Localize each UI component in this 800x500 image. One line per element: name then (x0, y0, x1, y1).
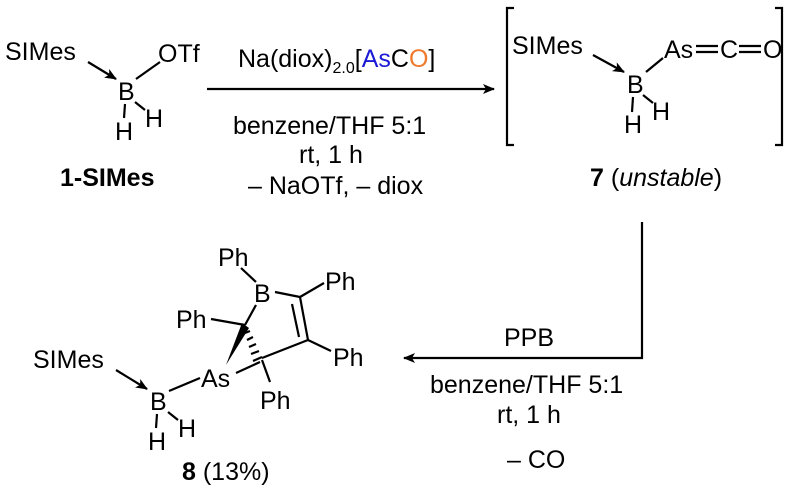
b-h-bond-8b (167, 411, 179, 421)
compound-1-simes: SIMes B OTf H H 1-SIMes (5, 38, 200, 192)
c1-ph-bond (210, 317, 246, 327)
otf-group: OTf (158, 40, 200, 68)
b-ph-bond (240, 267, 257, 283)
step1-solvent: benzene/THF 5:1 (233, 112, 426, 140)
c2-ph-bond (260, 359, 272, 383)
step1-byproducts: – NaOTf, – diox (248, 172, 424, 200)
b-as-bond-7 (645, 57, 664, 73)
arsenic-atom-8: As (201, 365, 230, 393)
simes-label-7: SIMes (512, 32, 583, 60)
hydrogen-1b: H (145, 105, 163, 133)
arsenic-atom-7: As (664, 36, 693, 64)
dative-bond-arrow-1 (87, 61, 117, 80)
phenyl-on-c4: Ph (325, 268, 356, 296)
dative-bond-arrow-8 (115, 369, 148, 390)
boron-atom-7: B (627, 71, 644, 99)
step1-conditions: rt, 1 h (299, 141, 363, 169)
step-1: Na(diox)2.0[AsCO] benzene/THF 5:1 rt, 1 … (207, 45, 495, 200)
phenyl-on-boron: Ph (218, 244, 249, 272)
hydrogen-7b: H (652, 98, 670, 126)
boron-atom-8-exo: B (150, 388, 167, 416)
step2-reagent: PPB (504, 324, 554, 352)
simes-label-8: SIMes (33, 346, 104, 374)
reaction-arrow-2 (403, 222, 644, 363)
c3-ph-bond (307, 339, 332, 352)
b-h-bond-8a (154, 413, 159, 429)
phenyl-on-c2: Ph (260, 387, 291, 415)
carbon-atom-7: C (720, 36, 738, 64)
c3-c2-bond (261, 338, 309, 360)
c1-b-bond (244, 304, 257, 326)
phenyl-on-c1: Ph (176, 306, 207, 334)
hydrogen-7a: H (624, 111, 642, 139)
hydrogen-8a: H (148, 428, 166, 456)
step1-reagent: Na(diox)2.0[AsCO] (238, 45, 435, 77)
b-h-bond-7a (630, 96, 635, 113)
step-2: PPB benzene/THF 5:1 rt, 1 h – CO (403, 222, 644, 474)
step2-solvent: benzene/THF 5:1 (430, 371, 623, 399)
boron-atom-1: B (118, 78, 135, 106)
compound-label-7: 7 (unstable) (590, 164, 722, 192)
boron-atom-8-ring: B (254, 280, 271, 308)
b-h-bond-1 (122, 103, 127, 119)
compound-8: SIMes B As H H B Ph Ph Ph (33, 244, 364, 486)
bracket-right (775, 6, 784, 147)
dative-bond-arrow-7 (592, 54, 625, 73)
step2-conditions: rt, 1 h (497, 401, 561, 429)
compound-label-1-simes: 1-SIMes (60, 164, 154, 192)
simes-label-1: SIMes (5, 38, 76, 66)
oxygen-atom-7: O (763, 36, 782, 64)
c4-c3-bond (298, 296, 310, 341)
c4-ph-bond (299, 282, 325, 298)
as-c2-bond (235, 361, 261, 374)
phenyl-on-c3: Ph (333, 344, 364, 372)
bracket-left (505, 6, 514, 147)
b-h-bond-7b (642, 94, 654, 104)
b-c4-bond (274, 290, 301, 299)
step2-byproduct: – CO (507, 446, 565, 474)
hydrogen-1a: H (115, 118, 133, 146)
b-otf-bond (135, 61, 161, 80)
compound-7: SIMes B As C O H H 7 (unstable) (505, 6, 784, 192)
c4-c3-double-bond (290, 303, 301, 338)
hashed-bond-c1-c2 (244, 329, 263, 363)
b-as-bond-8 (168, 376, 201, 393)
wedge-bond-as-c1 (226, 323, 249, 365)
hydrogen-8b: H (178, 415, 196, 443)
b-h-bond-2 (134, 101, 146, 111)
compound-label-8: 8 (13%) (182, 458, 270, 486)
